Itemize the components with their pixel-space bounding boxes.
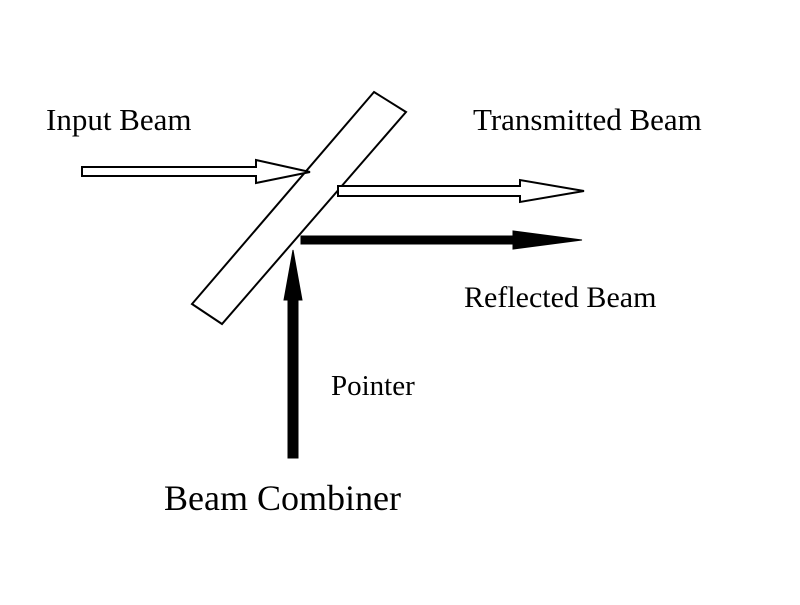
reflected-beam-label: Reflected Beam — [464, 281, 657, 314]
pointer-arrow — [283, 249, 303, 459]
transmitted-beam-arrow — [337, 178, 585, 204]
reflected-beam-arrow — [300, 230, 583, 250]
beam-combiner-plate — [190, 90, 408, 326]
transmitted-beam-label: Transmitted Beam — [473, 102, 702, 137]
pointer-label: Pointer — [331, 370, 415, 402]
input-beam-arrow — [81, 158, 311, 185]
diagram-title: Beam Combiner — [164, 478, 401, 518]
input-beam-label: Input Beam — [46, 102, 192, 137]
